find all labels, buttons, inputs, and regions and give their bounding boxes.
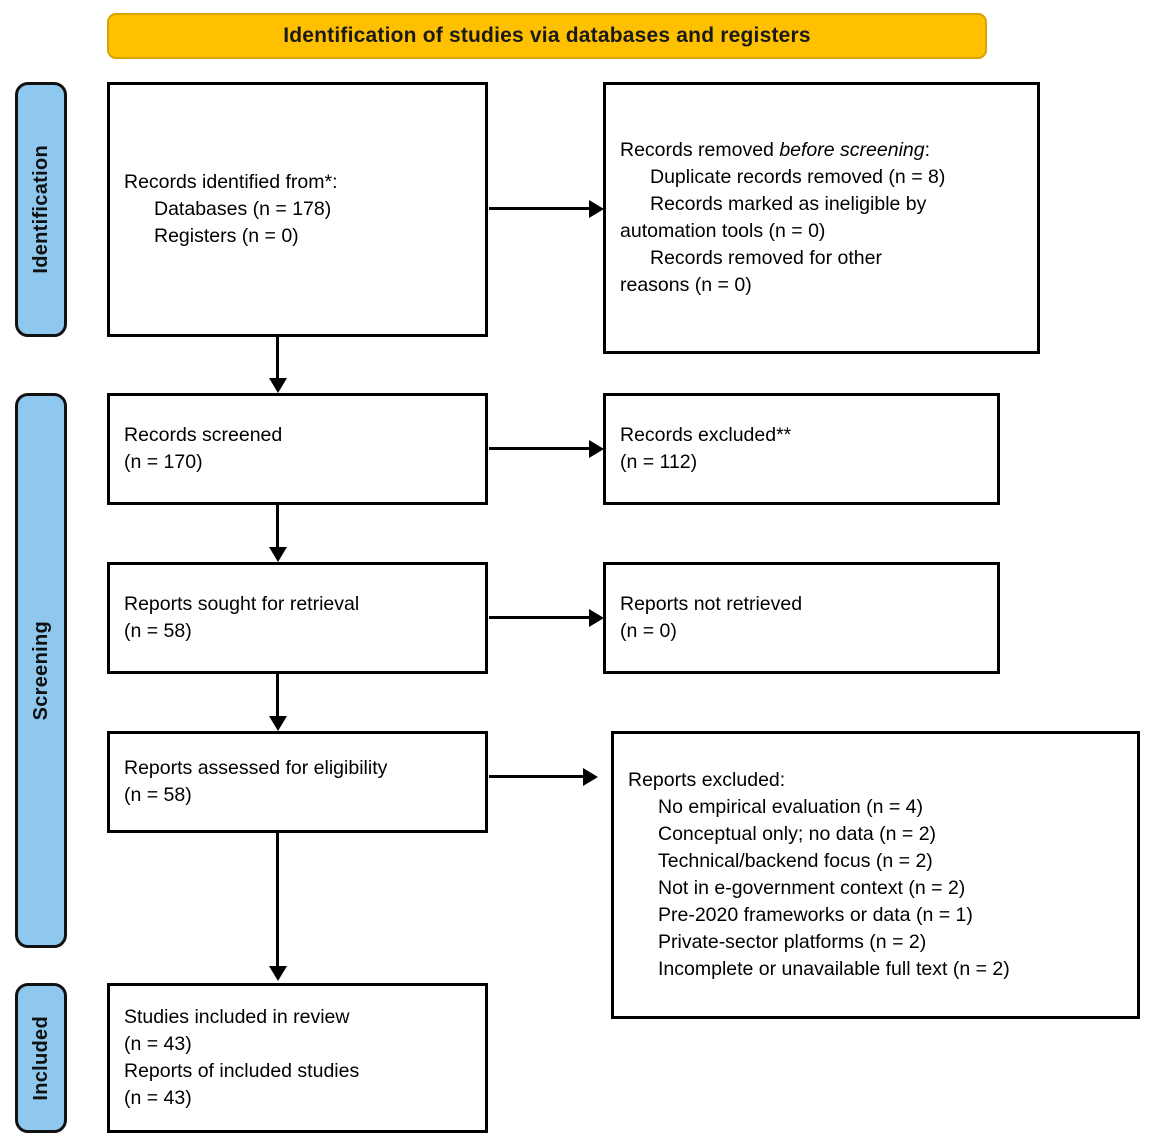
arrow-identified-to-screened-line xyxy=(276,337,279,379)
arrow-assessed-to-included-head xyxy=(268,966,287,981)
box-reports-excluded-title: Reports excluded: xyxy=(628,769,786,791)
arrow-screened-to-excluded-head xyxy=(589,439,604,458)
box-records-removed-line-4: Records removed for other xyxy=(650,247,882,269)
box-studies-included-line-1: Studies included in review xyxy=(124,1006,350,1028)
arrow-sought-to-assessed-line xyxy=(276,674,279,716)
arrow-screened-to-sought-head xyxy=(268,547,287,562)
arrow-screened-to-sought-line xyxy=(276,505,279,547)
box-records-removed-line-1: Duplicate records removed (n = 8) xyxy=(650,166,946,188)
box-records-removed-line-5: reasons (n = 0) xyxy=(620,274,752,296)
arrow-sought-to-not-retrieved-line xyxy=(489,616,590,619)
box-reports-not-retrieved-line-2: (n = 0) xyxy=(620,620,677,642)
box-reports-assessed-for-eligibility: Reports assessed for eligibility (n = 58… xyxy=(107,731,488,833)
arrow-assessed-to-reports-excluded-head xyxy=(583,767,598,786)
box-reports-excluded-reason-2: Conceptual only; no data (n = 2) xyxy=(658,823,937,845)
box-studies-included-line-3: Reports of included studies xyxy=(124,1060,360,1082)
stage-label-screening: Screening xyxy=(15,393,67,948)
arrow-assessed-to-included-line xyxy=(276,833,279,967)
arrow-identified-to-removed-head xyxy=(589,199,604,218)
box-reports-not-retrieved: Reports not retrieved (n = 0) xyxy=(603,562,1000,674)
stage-label-identification-text: Identification xyxy=(29,145,52,274)
diagram-header-banner: Identification of studies via databases … xyxy=(107,13,987,59)
box-records-removed-title-a: Records removed xyxy=(620,139,780,161)
box-reports-assessed-line-1: Reports assessed for eligibility xyxy=(124,757,388,779)
box-records-identified-line-3: Registers (n = 0) xyxy=(154,225,299,247)
box-reports-sought-for-retrieval: Reports sought for retrieval (n = 58) xyxy=(107,562,488,674)
stage-label-included: Included xyxy=(15,983,67,1133)
box-records-removed-title: Records removed before screening: xyxy=(620,137,1023,164)
arrow-identified-to-removed-line xyxy=(489,207,590,210)
diagram-title: Identification of studies via databases … xyxy=(283,24,811,47)
arrow-identified-to-screened-head xyxy=(268,378,287,393)
box-reports-not-retrieved-line-1: Reports not retrieved xyxy=(620,593,803,615)
box-records-removed-title-italic: before screening xyxy=(779,139,925,161)
box-studies-included: Studies included in review (n = 43) Repo… xyxy=(107,983,488,1133)
box-records-removed-line-3: automation tools (n = 0) xyxy=(620,220,826,242)
stage-label-screening-text: Screening xyxy=(29,620,52,721)
box-records-identified-line-2: Databases (n = 178) xyxy=(154,198,332,220)
box-records-identified-line-1: Records identified from*: xyxy=(124,171,338,193)
arrow-assessed-to-reports-excluded-line xyxy=(489,775,584,778)
arrow-sought-to-not-retrieved-head xyxy=(589,608,604,627)
box-reports-assessed-line-2: (n = 58) xyxy=(124,784,192,806)
box-reports-excluded-reason-5: Pre-2020 frameworks or data (n = 1) xyxy=(658,904,973,926)
box-reports-excluded: Reports excluded: No empirical evaluatio… xyxy=(611,731,1140,1019)
stage-label-identification: Identification xyxy=(15,82,67,337)
box-records-excluded: Records excluded** (n = 112) xyxy=(603,393,1000,505)
arrow-sought-to-assessed-head xyxy=(268,716,287,731)
box-records-screened-line-1: Records screened xyxy=(124,424,283,446)
box-reports-sought-line-2: (n = 58) xyxy=(124,620,192,642)
box-records-removed-title-b: : xyxy=(924,139,931,161)
box-reports-excluded-reason-1: No empirical evaluation (n = 4) xyxy=(658,796,924,818)
box-reports-excluded-reason-7: Incomplete or unavailable full text (n =… xyxy=(658,958,1010,980)
box-reports-excluded-reason-3: Technical/backend focus (n = 2) xyxy=(658,850,933,872)
box-records-excluded-line-2: (n = 112) xyxy=(620,451,698,473)
box-records-screened-line-2: (n = 170) xyxy=(124,451,203,473)
box-studies-included-line-4: (n = 43) xyxy=(124,1087,192,1109)
box-records-identified: Records identified from*: Databases (n =… xyxy=(107,82,488,337)
box-studies-included-line-2: (n = 43) xyxy=(124,1033,192,1055)
stage-label-included-text: Included xyxy=(29,1015,52,1101)
box-reports-excluded-reason-4: Not in e-government context (n = 2) xyxy=(658,877,966,899)
box-records-removed-before-screening: Records removed before screening: Duplic… xyxy=(603,82,1040,354)
box-records-excluded-line-1: Records excluded** xyxy=(620,424,792,446)
box-reports-sought-line-1: Reports sought for retrieval xyxy=(124,593,360,615)
box-records-screened: Records screened (n = 170) xyxy=(107,393,488,505)
box-reports-excluded-reason-6: Private-sector platforms (n = 2) xyxy=(658,931,927,953)
arrow-screened-to-excluded-line xyxy=(489,447,590,450)
box-records-removed-line-2: Records marked as ineligible by xyxy=(650,193,927,215)
